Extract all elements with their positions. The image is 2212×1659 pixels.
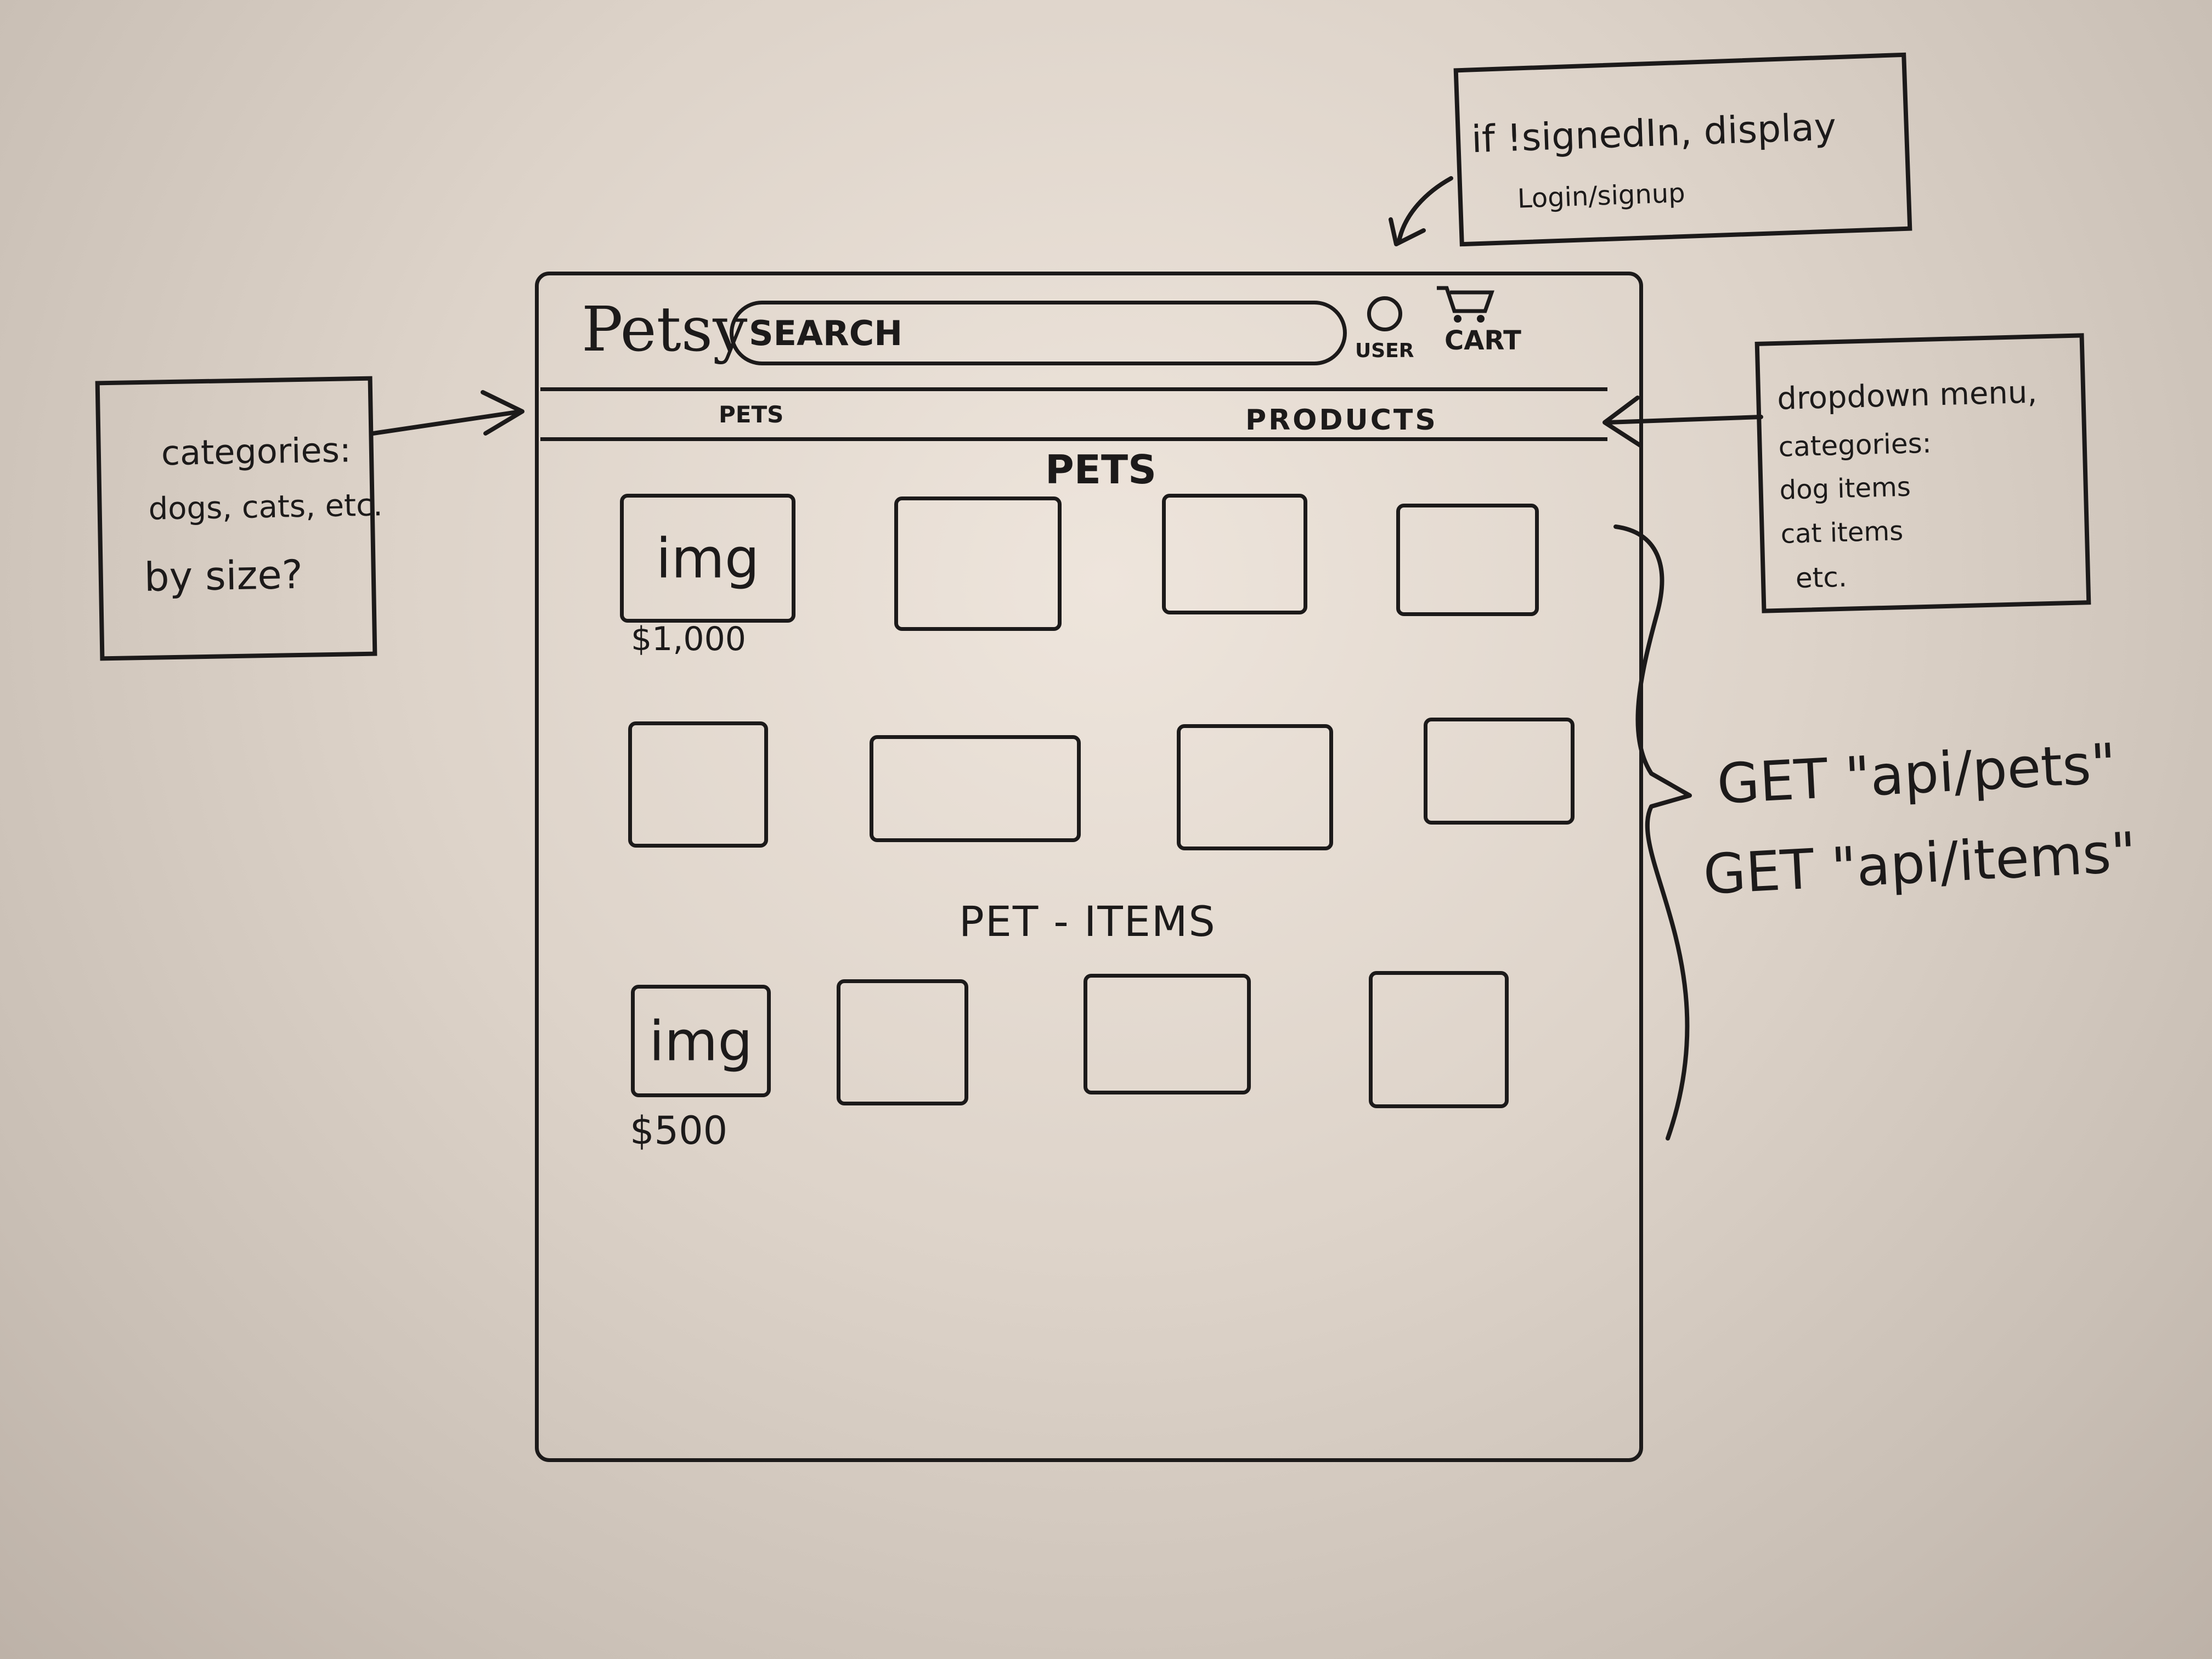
categories-note-line: by size? <box>144 551 303 600</box>
pet-card-img-label: img <box>656 526 760 590</box>
dropdown-note-line: etc. <box>1795 561 1848 595</box>
signed-in-note-line: Login/signup <box>1516 177 1686 215</box>
cart-button[interactable]: CART <box>1435 283 1521 359</box>
categories-note-line: dogs, cats, etc. <box>148 487 383 527</box>
pet-card[interactable] <box>628 721 768 848</box>
api-note-line: GET "api/pets" <box>1715 731 2118 816</box>
user-label: USER <box>1355 340 1414 362</box>
user-icon <box>1367 296 1402 331</box>
pet-card[interactable] <box>1177 724 1333 850</box>
api-note-line: GET "api/items" <box>1701 820 2138 907</box>
user-button[interactable]: USER <box>1355 296 1415 368</box>
pets-section-title: PETS <box>1045 447 1156 493</box>
search-bar[interactable]: SEARCH <box>730 301 1347 365</box>
signed-in-arrow-head <box>1389 217 1426 246</box>
categories-arrow <box>371 409 523 436</box>
cart-label: CART <box>1444 325 1521 356</box>
signed-in-arrow <box>1397 176 1453 244</box>
nav-pets[interactable]: PETS <box>719 401 784 428</box>
dropdown-note-line: categories: <box>1778 427 1932 463</box>
item-card[interactable]: img <box>631 985 771 1097</box>
cart-icon <box>1437 286 1494 323</box>
pet-card[interactable] <box>870 735 1081 842</box>
search-label: SEARCH <box>749 313 903 353</box>
pet-items-section-title: PET - ITEMS <box>959 897 1216 946</box>
pet-card[interactable] <box>1424 718 1575 825</box>
categories-note: categories: dogs, cats, etc. by size? <box>95 376 383 661</box>
pet-card[interactable] <box>1396 504 1539 616</box>
item-card[interactable] <box>1369 971 1509 1108</box>
nav-products[interactable]: PRODUCTS <box>1245 404 1438 437</box>
signed-in-note-line: if !signedIn, display <box>1470 105 1837 162</box>
dropdown-note-line: dropdown menu, <box>1776 374 2038 417</box>
categories-arrow-head <box>481 390 524 436</box>
item-card-img-label: img <box>649 1009 753 1073</box>
dropdown-note: dropdown menu, categories: dog items cat… <box>1754 333 2091 613</box>
dropdown-note-line: cat items <box>1780 515 1904 550</box>
categories-note-line: categories: <box>161 430 352 473</box>
pet-card[interactable] <box>894 496 1062 631</box>
signed-in-note: if !signedIn, display Login/signup <box>1453 52 1912 247</box>
pet-card[interactable]: img <box>620 494 795 623</box>
item-card[interactable] <box>837 979 968 1105</box>
pet-card[interactable] <box>1162 494 1307 614</box>
item-card-price: $500 <box>630 1108 728 1153</box>
nav-bar <box>540 387 1607 441</box>
logo: Petsy <box>582 294 748 365</box>
item-card[interactable] <box>1084 974 1251 1094</box>
dropdown-note-line: dog items <box>1779 471 1911 506</box>
pet-card-price: $1,000 <box>631 620 746 658</box>
